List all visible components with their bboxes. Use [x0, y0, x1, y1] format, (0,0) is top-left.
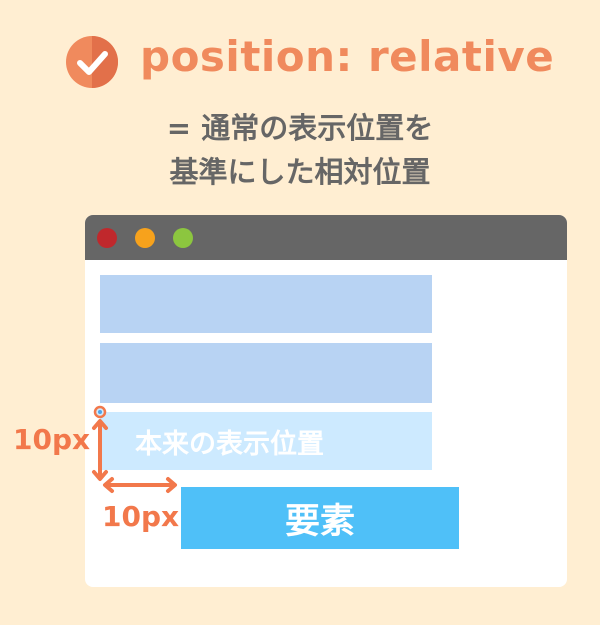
- header: position: relative: [0, 28, 600, 88]
- relative-element-block: 要素: [181, 487, 459, 549]
- minimize-dot: [135, 228, 155, 248]
- close-dot: [97, 228, 117, 248]
- horizontal-arrow-icon: [103, 477, 177, 493]
- page-title: position: relative: [140, 32, 555, 81]
- maximize-dot: [173, 228, 193, 248]
- subtitle-line-1: = 通常の表示位置を: [166, 111, 434, 145]
- browser-titlebar: [85, 215, 567, 260]
- vertical-offset-label: 10px: [13, 423, 91, 456]
- original-position-block: 本来の表示位置: [100, 412, 432, 470]
- static-block-1: [100, 275, 432, 333]
- element-label: 要素: [284, 501, 355, 542]
- check-circle-icon: [66, 36, 118, 88]
- static-block-2: [100, 343, 432, 403]
- original-position-label: 本来の表示位置: [135, 428, 324, 460]
- vertical-arrow-icon: [92, 419, 108, 481]
- subtitle-line-2: 基準にした相対位置: [169, 155, 431, 189]
- horizontal-offset-label: 10px: [102, 500, 180, 533]
